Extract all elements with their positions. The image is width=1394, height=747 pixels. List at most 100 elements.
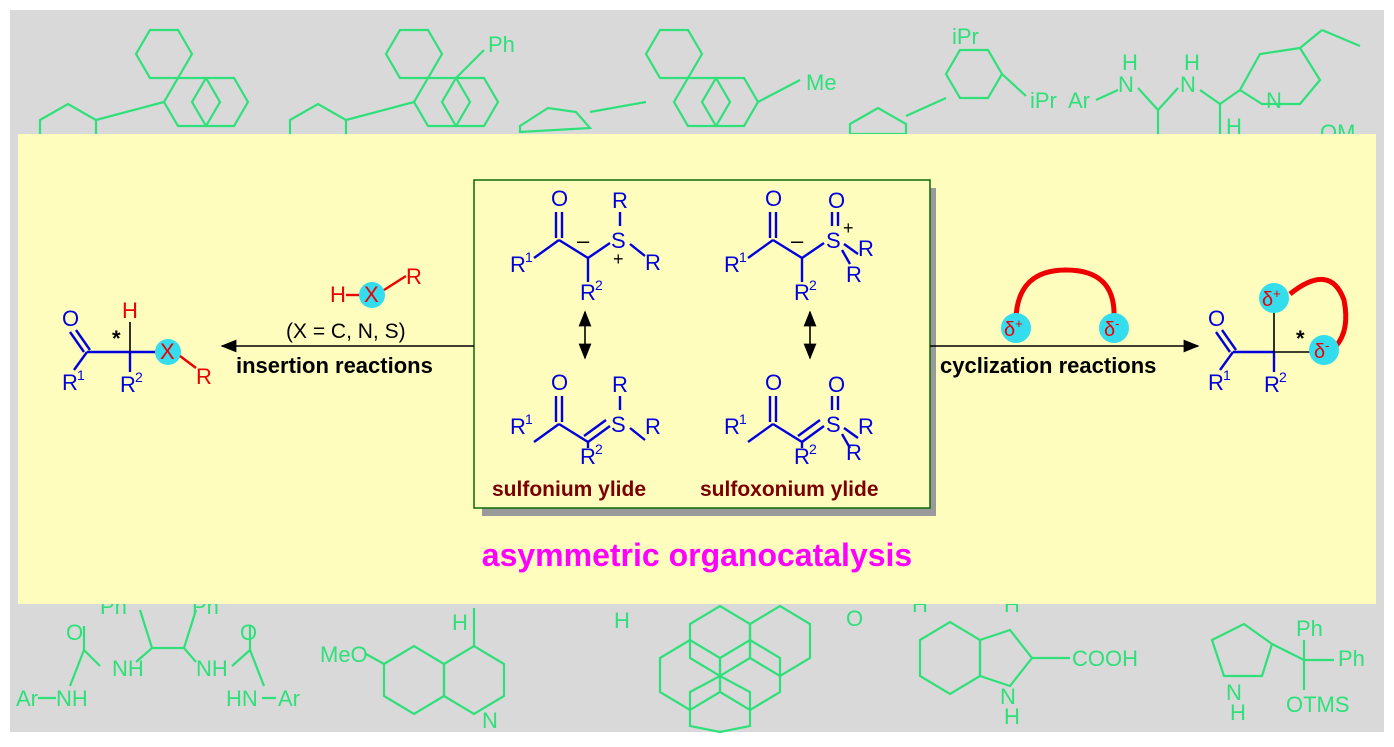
atom-r1-sup: 1 xyxy=(525,249,533,265)
title-asymmetric-organocatalysis: asymmetric organocatalysis xyxy=(482,537,912,573)
bg-bot-indoline-h: H xyxy=(1004,704,1020,729)
bg-bot-nh1: NH xyxy=(112,656,144,681)
bg-bot-o3: O xyxy=(846,606,863,631)
reagent-h: H xyxy=(330,282,346,307)
atom-o-sulfoxide: O xyxy=(828,188,845,213)
bg-bot-indoline-n: N xyxy=(1000,684,1016,709)
atom-r: R xyxy=(196,364,212,389)
insertion-condition: (X = C, N, S) xyxy=(286,320,406,343)
bg-bot-ph4: Ph xyxy=(1338,646,1365,671)
bg-bot-quin-n: N xyxy=(482,708,498,733)
atom-r2-sup: 2 xyxy=(809,277,817,293)
atom-s: S xyxy=(826,412,841,437)
bg-bot-otms: OTMS xyxy=(1286,692,1350,717)
atom-r2: R xyxy=(580,280,596,305)
atom-x: X xyxy=(160,339,175,364)
atom-r1-sup: 1 xyxy=(739,411,747,427)
charge-plus: + xyxy=(613,249,624,269)
atom-r1-sup: 1 xyxy=(525,411,533,427)
stereocenter-star: * xyxy=(112,326,121,351)
atom-r-right: R xyxy=(645,414,661,439)
atom-r-bottom: R xyxy=(846,440,862,465)
atom-r2: R xyxy=(580,444,596,469)
atom-r1: R xyxy=(62,370,78,395)
charge-minus: – xyxy=(577,228,590,253)
label-sulfoxonium-ylide: sulfoxonium ylide xyxy=(700,478,879,501)
cyclization-product: O R 1 R 2 * δ+ δ- xyxy=(1208,276,1349,397)
bg-top-ar: Ar xyxy=(1068,88,1090,113)
atom-o: O xyxy=(551,370,568,395)
bg-bot-ar2: Ar xyxy=(278,686,300,711)
atom-r1-sup: 1 xyxy=(1223,367,1231,383)
charge-minus: – xyxy=(791,228,804,253)
label-sulfonium-ylide: sulfonium ylide xyxy=(492,478,646,501)
bg-bot-nh2: NH xyxy=(56,686,88,711)
ylide-box xyxy=(473,179,931,509)
charge-plus: + xyxy=(843,218,854,238)
insertion-product: O R 1 H * R 2 X R xyxy=(62,298,212,397)
bg-bot-ph3: Ph xyxy=(1296,616,1323,641)
atom-o: O xyxy=(765,370,782,395)
atom-r1: R xyxy=(510,414,526,439)
bg-bot-pyr-n: N xyxy=(1226,680,1242,705)
bg-bot-meo: MeO xyxy=(320,642,368,667)
atom-o: O xyxy=(765,186,782,211)
label-insertion-reactions: insertion reactions xyxy=(236,353,433,378)
bg-bot-pyr-h: H xyxy=(1230,700,1246,725)
atom-r2: R xyxy=(794,280,810,305)
bg-top-h2: H xyxy=(1184,50,1200,75)
bg-top-ph: Ph xyxy=(488,32,515,57)
bg-bot-nh3: NH xyxy=(196,656,228,681)
insertion-reagent: H X R xyxy=(330,264,422,308)
bg-bot-hn: HN xyxy=(226,686,258,711)
atom-r1-sup: 1 xyxy=(77,367,85,383)
atom-r-right: R xyxy=(858,236,874,261)
atom-r2-sup: 2 xyxy=(595,277,603,293)
sulfonium-ylide-resonance-2: O R 1 R 2 S R R xyxy=(510,370,661,469)
bg-top-n1: N xyxy=(1118,72,1134,97)
atom-o: O xyxy=(1208,306,1225,331)
atom-r2: R xyxy=(794,444,810,469)
sulfonium-ylide-resonance-1: O R 1 – R 2 S + R R xyxy=(510,186,661,305)
atom-o: O xyxy=(62,306,79,331)
atom-o: O xyxy=(551,186,568,211)
atom-r1-sup: 1 xyxy=(739,249,747,265)
bg-top-n3: N xyxy=(1266,88,1282,113)
atom-r1: R xyxy=(510,252,526,277)
atom-r2-sup: 2 xyxy=(595,441,603,457)
reagent-x: X xyxy=(364,282,379,307)
atom-r-right: R xyxy=(858,414,874,439)
bg-top-ipr1: iPr xyxy=(952,24,979,49)
bg-top-h1: H xyxy=(1122,50,1138,75)
atom-r-bottom: R xyxy=(846,262,862,287)
sulfoxonium-ylide-resonance-1: O R 1 – R 2 S + O R R xyxy=(724,186,874,305)
atom-r2-sup: 2 xyxy=(809,441,817,457)
stereocenter-star: * xyxy=(1296,326,1305,351)
bg-bot-h2: H xyxy=(614,608,630,633)
atom-r-top: R xyxy=(612,372,628,397)
atom-s: S xyxy=(611,412,626,437)
atom-r-top: R xyxy=(612,188,628,213)
atom-r1: R xyxy=(724,252,740,277)
label-cyclization-reactions: cyclization reactions xyxy=(940,353,1156,378)
delta-minus: δ- xyxy=(1104,316,1119,341)
atom-r2: R xyxy=(1264,372,1280,397)
product-delta-minus: δ- xyxy=(1314,338,1329,363)
atom-r2-sup: 2 xyxy=(135,369,143,385)
sulfoxonium-ylide-resonance-2: O R 1 R 2 S O R R xyxy=(724,370,874,469)
background-catalysts-top: Ph Me iPr iPr Ar N H N H N H OM xyxy=(38,24,1361,145)
bg-top-h3: H xyxy=(1226,114,1242,139)
atom-r1: R xyxy=(724,414,740,439)
atom-o-sulfoxide: O xyxy=(828,372,845,397)
bg-top-me: Me xyxy=(806,70,837,95)
x-highlight-product xyxy=(155,339,181,365)
bg-top-n2: N xyxy=(1180,72,1196,97)
atom-s: S xyxy=(826,228,841,253)
bg-top-ipr2: iPr xyxy=(1030,88,1057,113)
delta-plus: δ+ xyxy=(1004,316,1023,341)
bg-bot-ar1: Ar xyxy=(16,686,38,711)
atom-r1: R xyxy=(1208,370,1224,395)
bg-bot-h1: H xyxy=(452,610,468,635)
